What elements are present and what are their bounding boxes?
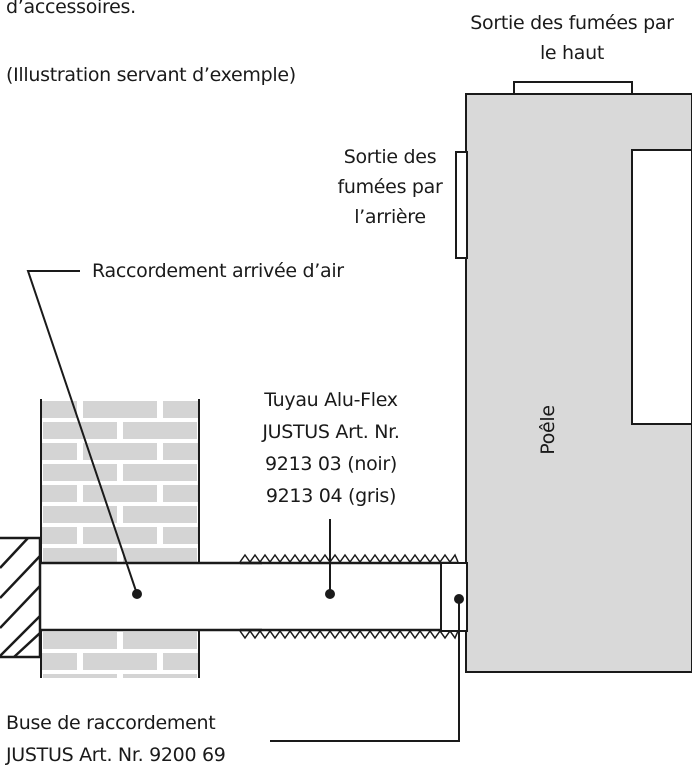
stove-window [631, 149, 692, 425]
rear-outlet-label: Sortie des fumées par l’arrière [337, 146, 443, 228]
air-inlet-leader [26, 270, 138, 595]
illustration-note: (Illustration servant d’exemple) [6, 64, 296, 86]
accessories-text: d’accessoires. [6, 0, 136, 18]
top-outlet-label: Sortie des fumées par le haut [470, 12, 674, 64]
nozzle-leader [270, 599, 460, 742]
rear-smoke-outlet [455, 151, 468, 259]
air-inlet-label: Raccordement arrivée d’air [92, 260, 344, 282]
outer-wall-hatching [0, 536, 42, 659]
nozzle-label: Buse de raccordement JUSTUS Art. Nr. 920… [6, 712, 226, 766]
stove-label: Poêle [537, 405, 559, 455]
top-smoke-outlet [513, 81, 633, 95]
alu-flex-pipe [239, 553, 459, 640]
pipe-point [325, 589, 335, 599]
pipe-label: Tuyau Alu-Flex JUSTUS Art. Nr. 9213 03 (… [262, 389, 400, 507]
brick-wall-lower [41, 630, 199, 678]
air-inlet-point [132, 589, 142, 599]
brick-wall-upper [41, 399, 199, 563]
nozzle-point [454, 594, 464, 604]
